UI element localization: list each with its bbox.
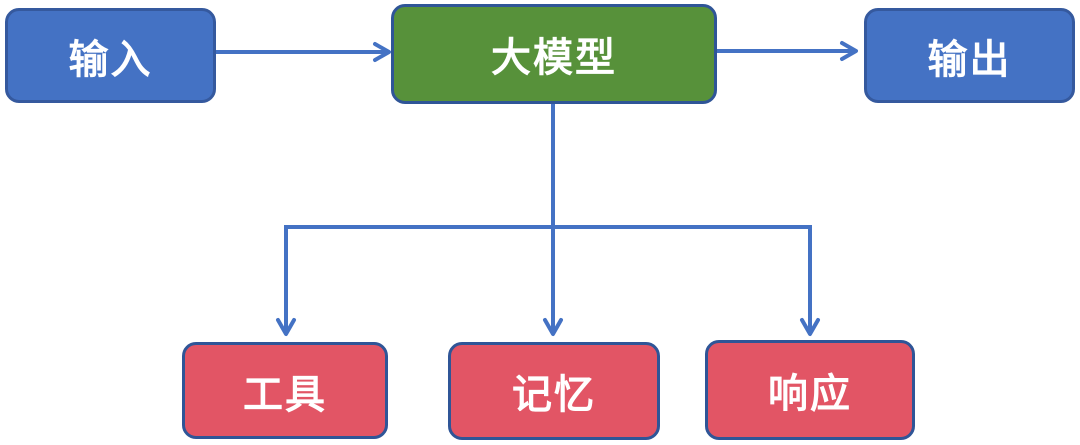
node-response-label: 响应 [768, 372, 852, 416]
node-tools-label: 工具 [243, 372, 327, 417]
node-tools[interactable]: 工具 [182, 342, 388, 439]
node-model[interactable]: 大模型 [391, 4, 717, 104]
node-memory-label: 记忆 [512, 373, 596, 417]
node-response[interactable]: 响应 [705, 340, 915, 440]
node-output[interactable]: 输出 [864, 8, 1075, 103]
node-model-label: 大模型 [491, 36, 617, 80]
node-output-label: 输出 [927, 37, 1012, 82]
node-memory[interactable]: 记忆 [448, 342, 660, 440]
node-input-label: 输入 [68, 37, 153, 82]
node-input[interactable]: 输入 [5, 8, 216, 103]
